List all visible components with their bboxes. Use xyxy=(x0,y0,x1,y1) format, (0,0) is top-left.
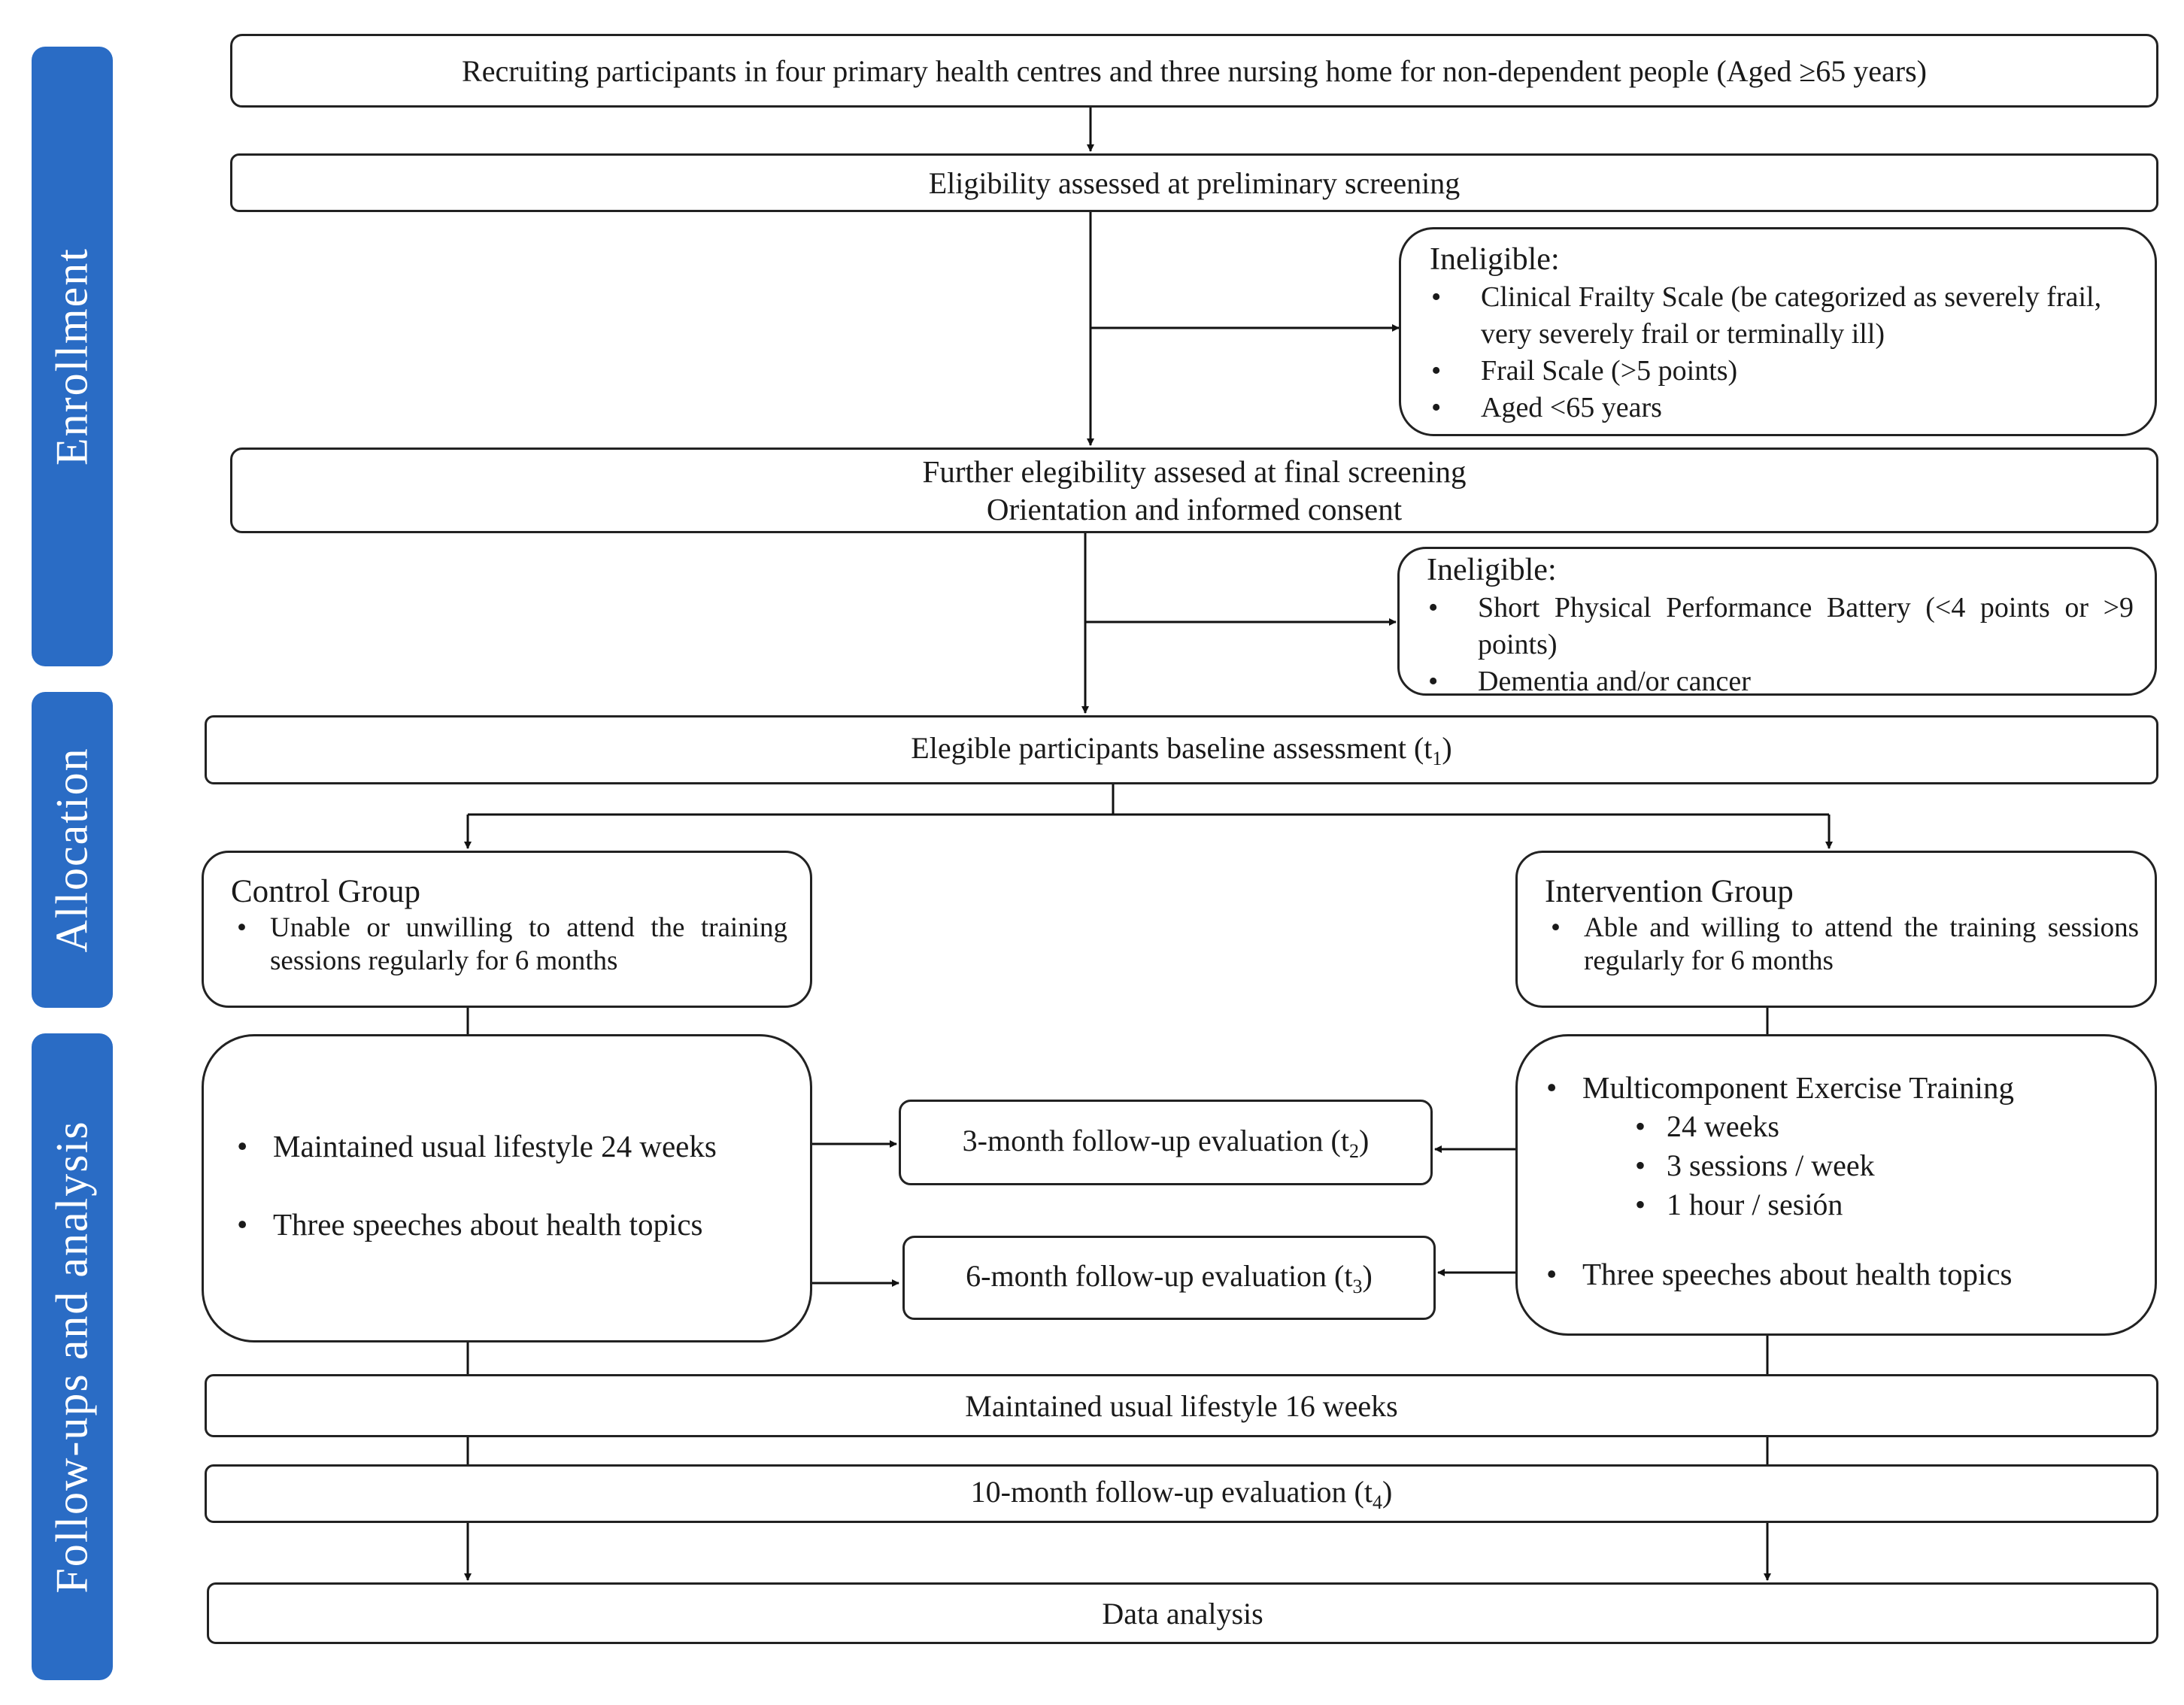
intervention-detail-item: 1 hour / sesión xyxy=(1633,1185,2146,1224)
recruiting-text: Recruiting participants in four primary … xyxy=(462,53,1927,88)
maintained-16-weeks-box: Maintained usual lifestyle 16 weeks xyxy=(205,1374,2158,1437)
ineligible-2-list: Short Physical Performance Battery (<4 p… xyxy=(1427,590,2134,700)
intervention-detail-item: 24 weeks xyxy=(1633,1107,2146,1146)
control-activities-list: Maintained usual lifestyle 24 weeks Thre… xyxy=(235,1127,792,1244)
phase-enrollment-label: Enrollment xyxy=(47,247,97,466)
recruiting-box: Recruiting participants in four primary … xyxy=(230,34,2158,108)
final-screening-box: Further elegibility assesed at final scr… xyxy=(230,447,2158,533)
intervention-activities-box: Multicomponent Exercise Training 24 week… xyxy=(1515,1034,2157,1336)
followup-3-month-text: 3-month follow-up evaluation (t2) xyxy=(962,1123,1370,1162)
intervention-activity-main: Multicomponent Exercise Training xyxy=(1545,1068,2146,1107)
intervention-group-title: Intervention Group xyxy=(1545,874,1794,909)
data-analysis-text: Data analysis xyxy=(1102,1596,1263,1631)
intervention-speeches-item: Three speeches about health topics xyxy=(1545,1254,2146,1294)
followup-10-month-text: 10-month follow-up evaluation (t4) xyxy=(970,1474,1393,1513)
ineligible-box-2: Ineligible: Short Physical Performance B… xyxy=(1397,547,2157,700)
intervention-group-box: Intervention Group Able and willing to a… xyxy=(1515,851,2157,1008)
ineligible-1-item: Clinical Frailty Scale (be categorized a… xyxy=(1430,279,2137,353)
ineligible-2-item: Dementia and/or cancer xyxy=(1427,663,2134,700)
control-group-list: Unable or unwilling to attend the traini… xyxy=(231,912,787,978)
intervention-detail-list: 24 weeks 3 sessions / week 1 hour / sesi… xyxy=(1633,1107,2146,1224)
control-group-item: Unable or unwilling to attend the traini… xyxy=(231,912,787,978)
control-group-box: Control Group Unable or unwilling to att… xyxy=(202,851,812,1008)
intervention-speeches-list: Three speeches about health topics xyxy=(1545,1254,2146,1294)
baseline-text: Elegible participants baseline assessmen… xyxy=(911,730,1452,769)
maintained-16-weeks-text: Maintained usual lifestyle 16 weeks xyxy=(965,1388,1398,1423)
eligibility-preliminary-text: Eligibility assessed at preliminary scre… xyxy=(928,165,1461,200)
control-group-title: Control Group xyxy=(231,874,421,909)
followup-3-month-box: 3-month follow-up evaluation (t2) xyxy=(899,1100,1433,1185)
ineligible-1-item: Aged <65 years xyxy=(1430,390,2137,426)
ineligible-2-title: Ineligible: xyxy=(1427,553,1557,587)
phase-allocation-label: Allocation xyxy=(47,747,97,953)
final-screening-line1: Further elegibility assesed at final scr… xyxy=(922,454,1467,489)
intervention-group-list: Able and willing to attend the training … xyxy=(1545,912,2139,978)
followup-6-month-box: 6-month follow-up evaluation (t3) xyxy=(902,1236,1436,1320)
final-screening-line2: Orientation and informed consent xyxy=(986,492,1403,526)
ineligible-1-list: Clinical Frailty Scale (be categorized a… xyxy=(1430,279,2137,426)
ineligible-1-item: Frail Scale (>5 points) xyxy=(1430,353,2137,390)
followup-6-month-text: 6-month follow-up evaluation (t3) xyxy=(966,1258,1373,1297)
phase-followups-label: Follow-ups and analysis xyxy=(47,1120,97,1594)
intervention-group-item: Able and willing to attend the training … xyxy=(1545,912,2139,978)
eligibility-preliminary-box: Eligibility assessed at preliminary scre… xyxy=(230,153,2158,212)
phase-enrollment: Enrollment xyxy=(32,47,113,666)
control-activity-item: Three speeches about health topics xyxy=(235,1205,792,1244)
ineligible-box-1: Ineligible: Clinical Frailty Scale (be c… xyxy=(1399,227,2157,436)
followup-10-month-box: 10-month follow-up evaluation (t4) xyxy=(205,1464,2158,1523)
intervention-detail-item: 3 sessions / week xyxy=(1633,1146,2146,1185)
ineligible-1-title: Ineligible: xyxy=(1430,242,1560,277)
phase-followups: Follow-ups and analysis xyxy=(32,1033,113,1680)
intervention-main-list: Multicomponent Exercise Training xyxy=(1545,1068,2146,1107)
baseline-box: Elegible participants baseline assessmen… xyxy=(205,715,2158,784)
control-activity-item: Maintained usual lifestyle 24 weeks xyxy=(235,1127,792,1166)
control-activities-box: Maintained usual lifestyle 24 weeks Thre… xyxy=(202,1034,812,1342)
ineligible-2-item: Short Physical Performance Battery (<4 p… xyxy=(1427,590,2134,663)
phase-allocation: Allocation xyxy=(32,692,113,1008)
data-analysis-box: Data analysis xyxy=(207,1582,2158,1644)
